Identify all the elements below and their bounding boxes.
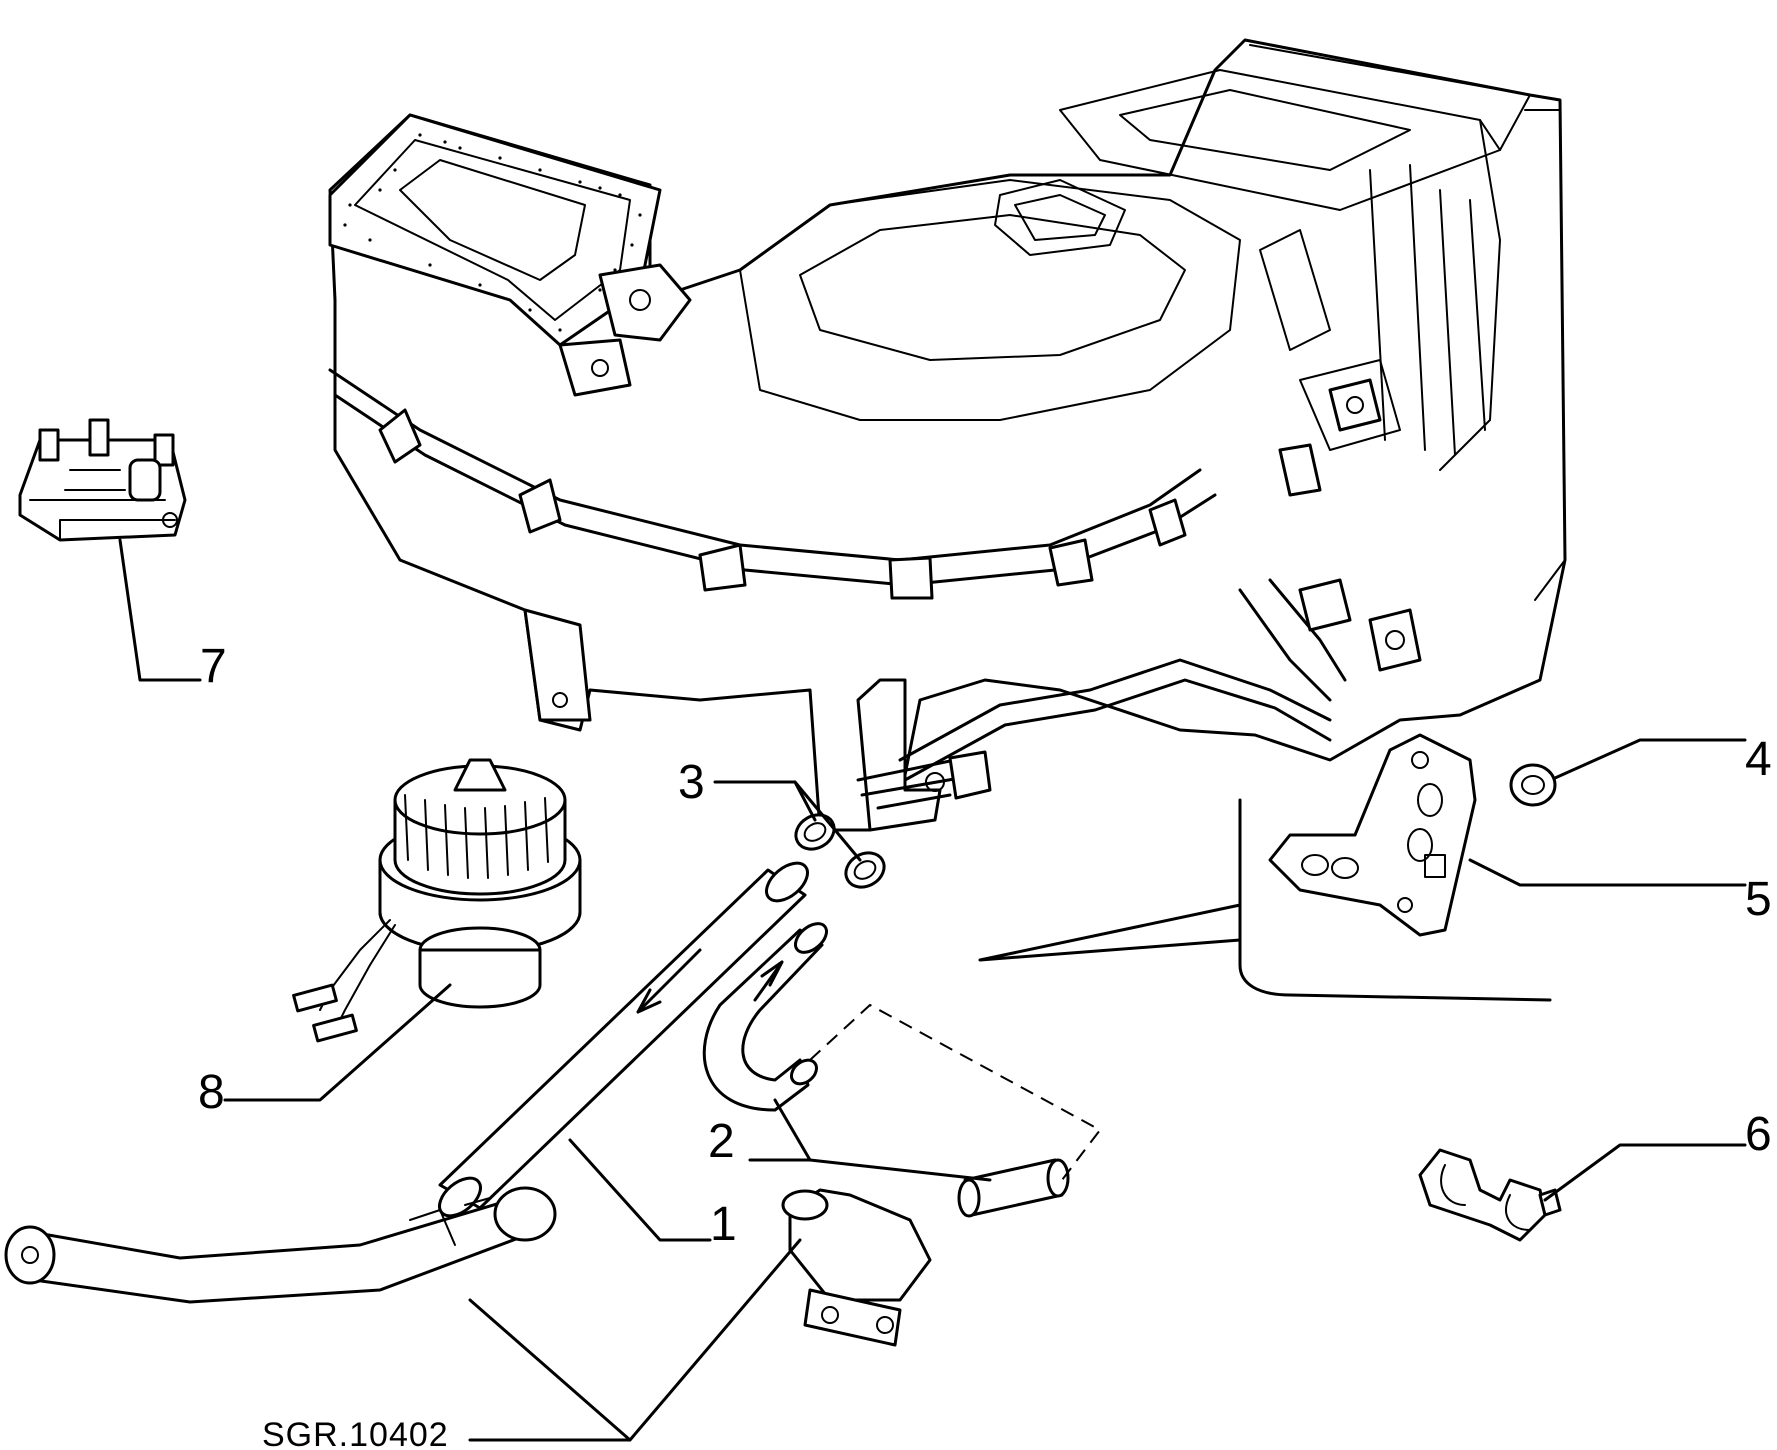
callout-2: 2: [708, 1115, 735, 1168]
foam-texture: [343, 133, 642, 332]
part-7-resistor: [18, 418, 187, 542]
flange-tabs: [378, 408, 1187, 600]
leader-code: [468, 1238, 802, 1442]
part-6-clip: [1418, 1148, 1562, 1242]
part-4-grommet: [1509, 763, 1557, 807]
leader-8: [223, 983, 452, 1102]
callout-6: 6: [1745, 1108, 1772, 1161]
callout-8: 8: [198, 1066, 225, 1119]
leader-3: [713, 780, 862, 862]
leader-4: [1553, 738, 1747, 780]
part-8-blower-motor: [292, 758, 582, 1043]
bracket-callout-outline: [978, 798, 1552, 1002]
callout-3: 3: [678, 756, 705, 809]
leader-6: [1543, 1143, 1747, 1202]
part-1-connector: [781, 1188, 932, 1347]
part-5-bracket: [1268, 733, 1477, 937]
drawing-code: SGR.10402: [262, 1416, 449, 1450]
dashed-reference: [809, 1003, 1102, 1181]
part-1-pipe: [4, 1186, 557, 1304]
part-2-hose: [702, 922, 1070, 1218]
leader-2: [748, 1098, 992, 1182]
callout-4: 4: [1745, 733, 1772, 786]
part-3-clamps: [794, 813, 886, 889]
callout-7: 7: [200, 640, 227, 693]
heater-housing-drawing: [328, 38, 1567, 832]
leader-1: [568, 1138, 712, 1242]
leader-7: [118, 538, 202, 682]
callout-5: 5: [1745, 873, 1772, 926]
callout-1: 1: [710, 1198, 737, 1251]
leader-5: [1468, 858, 1747, 887]
